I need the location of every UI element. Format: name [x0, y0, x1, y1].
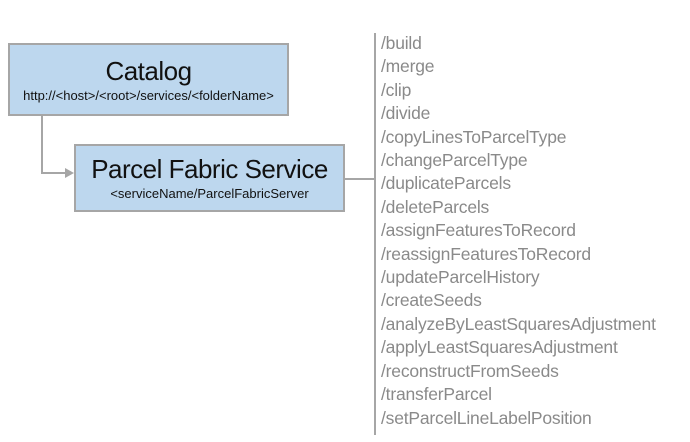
endpoint-item: /reassignFeaturesToRecord	[381, 243, 591, 264]
catalog-connector-horizontal-line	[41, 172, 66, 174]
catalog-node: Catalog http://<host>/<root>/services/<f…	[8, 43, 289, 116]
catalog-connector-vertical-line	[41, 116, 43, 174]
parcel-fabric-service-title: Parcel Fabric Service	[91, 154, 328, 184]
endpoint-item: /merge	[381, 56, 435, 77]
arrowhead-icon	[65, 168, 74, 178]
catalog-url: http://<host>/<root>/services/<folderNam…	[23, 87, 274, 103]
parcel-fabric-service-node: Parcel Fabric Service <serviceName/Parce…	[74, 144, 345, 212]
endpoint-item: /copyLinesToParcelType	[381, 126, 567, 147]
endpoint-item: /duplicateParcels	[381, 173, 511, 194]
parcel-fabric-service-path: <serviceName/ParcelFabricServer	[110, 186, 309, 201]
endpoint-item: /divide	[381, 103, 431, 124]
endpoint-item: /deleteParcels	[381, 196, 490, 217]
service-to-list-connector-line	[345, 178, 374, 180]
endpoint-item: /setParcelLineLabelPosition	[381, 407, 592, 428]
endpoint-item: /analyzeByLeastSquaresAdjustment	[381, 313, 656, 334]
endpoint-list: /build/merge/clip/divide/copyLinesToParc…	[381, 32, 686, 430]
endpoint-item: /createSeeds	[381, 290, 482, 311]
endpoint-list-rule	[374, 33, 376, 435]
endpoint-item: /changeParcelType	[381, 150, 528, 171]
endpoint-item: /build	[381, 33, 422, 53]
endpoint-item: /clip	[381, 79, 412, 100]
endpoint-item: /reconstructFromSeeds	[381, 360, 559, 381]
endpoint-item: /applyLeastSquaresAdjustment	[381, 337, 618, 358]
endpoint-item: /transferParcel	[381, 384, 492, 405]
catalog-title: Catalog	[105, 55, 192, 86]
endpoint-item: /updateParcelHistory	[381, 267, 540, 288]
endpoint-item: /assignFeaturesToRecord	[381, 220, 576, 241]
